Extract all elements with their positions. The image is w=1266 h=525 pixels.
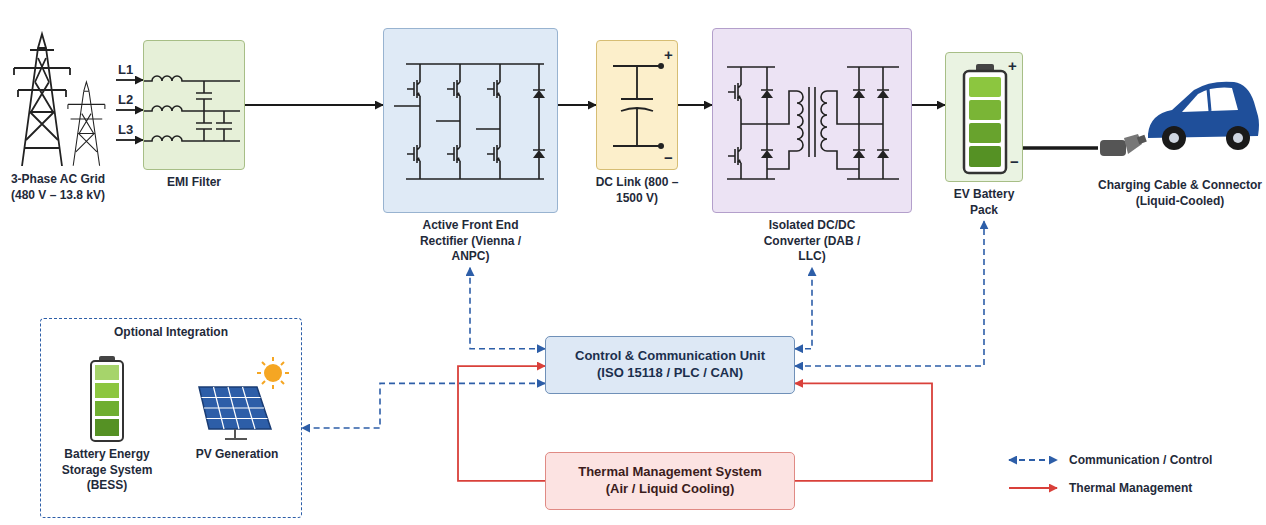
filter-schematic xyxy=(144,41,246,171)
vehicle-node: Charging Cable & Connector (Liquid-Coole… xyxy=(1098,58,1262,209)
converter-schematic xyxy=(713,29,913,214)
node-label: Battery Energy Storage System (BESS) xyxy=(51,445,163,494)
node-label: PV Generation xyxy=(179,445,295,463)
phase-label: L1 xyxy=(117,63,134,77)
thermal-unit: Thermal Management System(Air / Liquid C… xyxy=(545,452,795,510)
unit-text: (ISO 15118 / PLC / CAN) xyxy=(556,365,784,382)
control-unit: Control & Communication Unit(ISO 15118 /… xyxy=(545,336,795,394)
legend-sample xyxy=(1005,453,1061,467)
node-label: EMI Filter xyxy=(146,175,242,191)
power-flow-arrow xyxy=(678,104,712,106)
power-flow-arrow xyxy=(912,104,945,106)
unit-text: (Air / Liquid Cooling) xyxy=(556,481,784,498)
legend-text: Thermal Management xyxy=(1069,481,1192,495)
phase-label: L2 xyxy=(117,93,134,107)
power-flow-arrow xyxy=(116,79,143,81)
node-label: Active Front End Rectifier (Vienna / ANP… xyxy=(406,218,536,265)
legend-text: Communication / Control xyxy=(1069,453,1212,467)
rectifier-schematic xyxy=(384,29,559,214)
communication-link xyxy=(302,383,545,428)
power-flow-arrow xyxy=(116,139,143,141)
terminal-minus: − xyxy=(1010,154,1019,169)
grid-source: 3-Phase AC Grid (480 V – 13.8 kV) xyxy=(2,28,114,203)
terminal-plus: + xyxy=(664,47,673,62)
terminal-plus: + xyxy=(1008,58,1017,73)
thermal-link xyxy=(795,383,932,481)
unit-text: Thermal Management System xyxy=(556,464,784,481)
node-label: DC Link (800 – 1500 V) xyxy=(582,175,692,206)
unit-text: Control & Communication Unit xyxy=(556,348,784,365)
communication-link xyxy=(470,268,545,349)
power-flow-arrow xyxy=(558,104,596,106)
legend-row: Communication / Control xyxy=(1005,446,1212,474)
legend-row: Thermal Management xyxy=(1005,474,1212,502)
storage-node: Battery Energy Storage System (BESS) xyxy=(51,353,163,494)
filter-block: EMI Filter xyxy=(143,40,245,170)
thermal-link xyxy=(458,366,545,481)
transmission-tower-icon xyxy=(2,28,114,170)
legend-sample xyxy=(1005,481,1061,495)
rectifier-block: Active Front End Rectifier (Vienna / ANP… xyxy=(383,28,558,213)
communication-link xyxy=(795,268,812,349)
pv-node: PV Generation xyxy=(179,353,295,463)
node-label: Charging Cable & Connector (Liquid-Coole… xyxy=(1098,176,1262,209)
node-label: Isolated DC/DC Converter (DAB / LLC) xyxy=(762,218,862,265)
power-flow-arrow xyxy=(116,109,143,111)
solar-panel-icon xyxy=(179,353,295,445)
node-label: 3-Phase AC Grid (480 V – 13.8 kV) xyxy=(2,170,114,203)
node-label: Optional Integration xyxy=(41,319,301,339)
node-label: EV Battery Pack xyxy=(948,187,1020,218)
vehicle-icon xyxy=(1098,58,1262,176)
power-flow-arrow xyxy=(245,104,383,106)
terminal-minus: − xyxy=(664,150,673,165)
converter-block: Isolated DC/DC Converter (DAB / LLC) xyxy=(712,28,912,213)
phase-label: L3 xyxy=(117,123,134,137)
charging-cable-line xyxy=(1023,146,1098,150)
storage-battery-icon xyxy=(51,353,163,445)
legend: Communication / ControlThermal Managemen… xyxy=(1005,446,1212,502)
optional-group: Optional Integration Battery Energy Stor… xyxy=(40,318,302,518)
